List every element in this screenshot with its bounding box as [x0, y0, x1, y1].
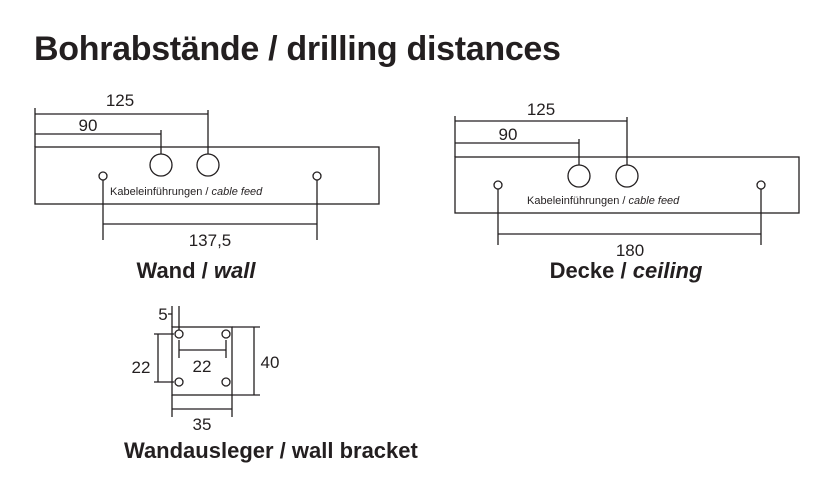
bracket-hole-bottom-left: [174, 377, 184, 387]
ceiling-diagram: 125 90 Kabeleinführungen / cable feed 18…: [454, 100, 800, 283]
bracket-dim-inner-value: 22: [193, 357, 212, 376]
ceiling-cable-hole-1: [567, 164, 591, 188]
wall-mount-hole-right: [312, 171, 322, 181]
ceiling-caption: Decke / ceiling: [550, 258, 703, 283]
bracket-dim-height-value: 40: [261, 353, 280, 372]
ceiling-cable-hole-2: [615, 164, 639, 188]
bracket-dim-left-value: 22: [132, 358, 151, 377]
bracket-caption: Wandausleger / wall bracket: [124, 438, 419, 463]
wall-dim-outer-value: 125: [106, 91, 134, 110]
ceiling-mount-hole-right: [756, 180, 766, 190]
ceiling-dim-bottom-value: 180: [616, 241, 644, 260]
wall-mount-hole-left: [98, 171, 108, 181]
wall-cable-label: Kabeleinführungen / cable feed: [110, 186, 263, 198]
bracket-dim-width-value: 35: [193, 415, 212, 434]
wall-diagram: 125 90 Kabeleinführungen / cable feed 13…: [34, 91, 380, 283]
bracket-hole-top-right: [221, 329, 231, 339]
ceiling-dim-outer-value: 125: [527, 100, 555, 119]
ceiling-mount-hole-left: [493, 180, 503, 190]
wall-caption: Wand / wall: [137, 258, 257, 283]
page-title: Bohrabstände / drilling distances: [34, 30, 561, 68]
bracket-dim-offset-value: 5: [158, 305, 167, 324]
bracket-diagram: 5 22 22 40 35 Wandausleger / wall bracke…: [124, 305, 419, 463]
bracket-hole-bottom-right: [221, 377, 231, 387]
wall-dim-inner-value: 90: [79, 116, 98, 135]
wall-dim-bottom-value: 137,5: [189, 231, 232, 250]
wall-cable-hole-1: [149, 153, 173, 177]
bracket-hole-top-left: [174, 329, 184, 339]
ceiling-cable-label: Kabeleinführungen / cable feed: [527, 195, 680, 207]
wall-cable-hole-2: [196, 153, 220, 177]
ceiling-dim-inner-value: 90: [499, 125, 518, 144]
